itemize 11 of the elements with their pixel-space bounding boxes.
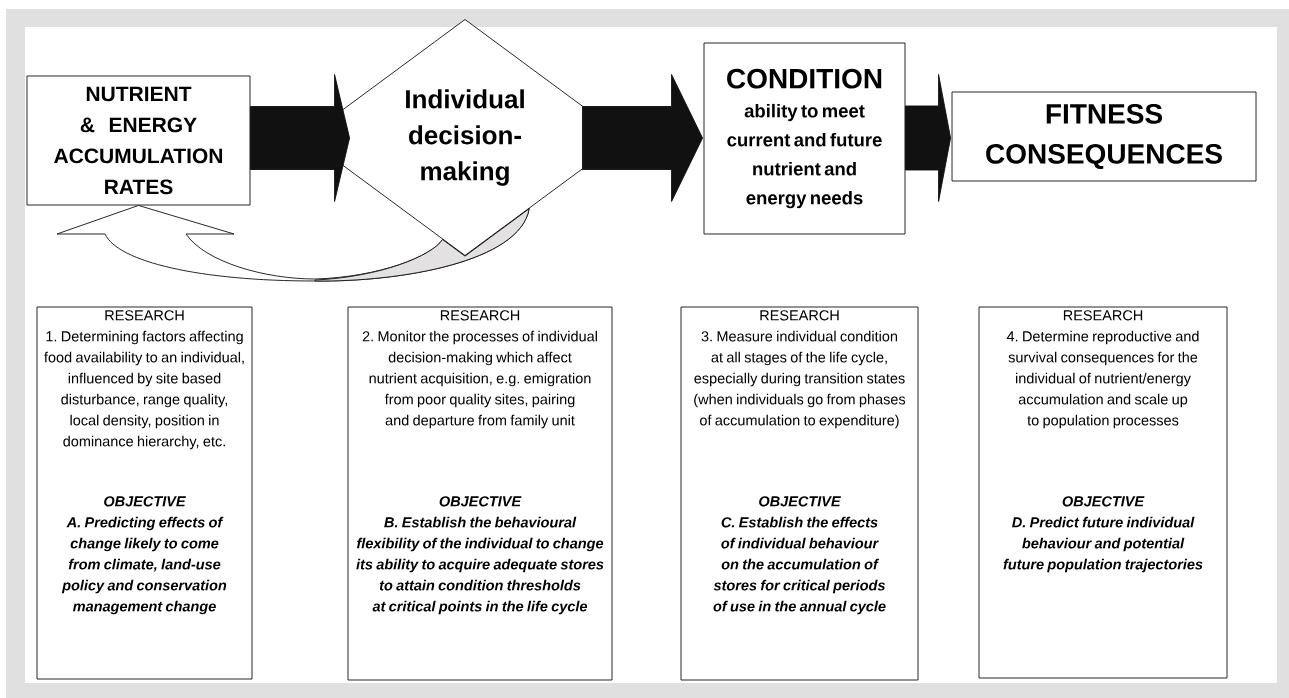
research-box: RESEARCH 2. Monitor the processes of individual decision-making which affect nutrient acquisition, e.g. emigration from poor quality sites, pairing and departure from family unit OBJECTIVE B. Establish the behavioural flexibility of the individual to change its ability to acquire adequate stores to attain condition thresholds at critical points in the life cycle: [347, 306, 613, 681]
block-arrow: [250, 74, 350, 202]
block-arrow: [905, 74, 952, 202]
research-box: RESEARCH 3. Measure individual condition at all stages of the life cycle, especially during transition states (when individuals go from phases of accumulation to expenditure) OBJECTIVE C. Establish the effects of individual behaviour on the accumulation of stores for critical periods of use in the annual cycle: [680, 306, 919, 681]
outcome-box: FITNESS CONSEQUENCES: [951, 91, 1257, 182]
condition-box: CONDITION ability to meet current and future nutrient and energy needs: [703, 42, 906, 235]
research-box: RESEARCH 1. Determining factors affecting food availability to an individual, influenced by site based disturbance, range quality, local density, position in dominance hierarchy, etc. OBJECTIVE A. Predicting effects of change likely to come from climate, land-use policy and conservation management change: [36, 306, 253, 680]
research-box: RESEARCH 4. Determine reproductive and survival consequences for the individual of nutrient/energy accumulation and scale up to population processes OBJECTIVE D. Predict future individual behaviour and potential future population trajectories: [978, 306, 1228, 679]
feedback-arrow: [56, 205, 530, 282]
process-box: NUTRIENT & ENERGY ACCUMULATION RATES: [26, 75, 251, 206]
block-arrow: [582, 74, 703, 202]
